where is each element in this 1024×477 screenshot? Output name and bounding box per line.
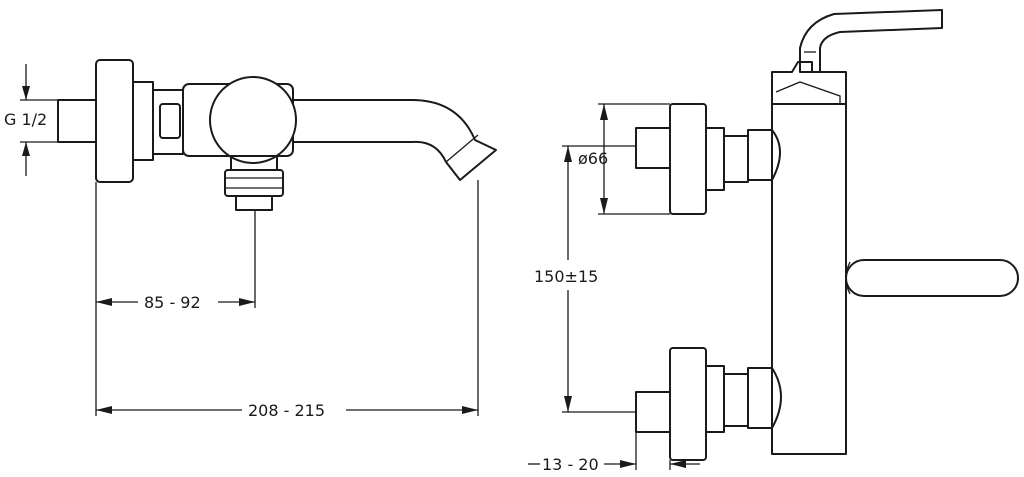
thread-size-label: G 1/2 (4, 110, 47, 129)
union-nut (132, 81, 154, 161)
outlet-thread (235, 195, 273, 211)
inlet-stub (57, 99, 97, 143)
rosette-diameter-label: ø66 (578, 149, 608, 168)
wall-offset-label: 13 - 20 (542, 455, 599, 474)
total-length-label: 208 - 215 (248, 401, 325, 420)
front-spout (845, 259, 1019, 297)
upper-inlet-stub (635, 127, 671, 169)
lower-inlet-stub (635, 391, 671, 433)
lower-union-body (723, 373, 749, 427)
upper-connector-cap (747, 129, 781, 181)
lower-connector-cap (747, 367, 782, 429)
upper-union-body (723, 135, 749, 183)
union-body (152, 89, 184, 155)
handle-base (771, 61, 847, 105)
control-knob (209, 76, 297, 164)
center-distance-label: 150±15 (534, 267, 598, 286)
upper-union (705, 127, 725, 191)
lever-handle (799, 9, 943, 73)
lower-rosette (669, 347, 707, 461)
spout (292, 99, 497, 181)
wall-rosette (95, 59, 134, 183)
front-view: ø66 150±15 13 - 20 (528, 9, 1019, 474)
mixer-column (771, 103, 847, 455)
outlet-nut (224, 169, 284, 197)
union-nut-inner (159, 103, 181, 139)
upper-rosette (669, 103, 707, 215)
side-view: G 1/2 85 - 92 208 - 215 (4, 59, 497, 420)
lower-union (705, 365, 725, 433)
outlet-offset-label: 85 - 92 (144, 293, 201, 312)
